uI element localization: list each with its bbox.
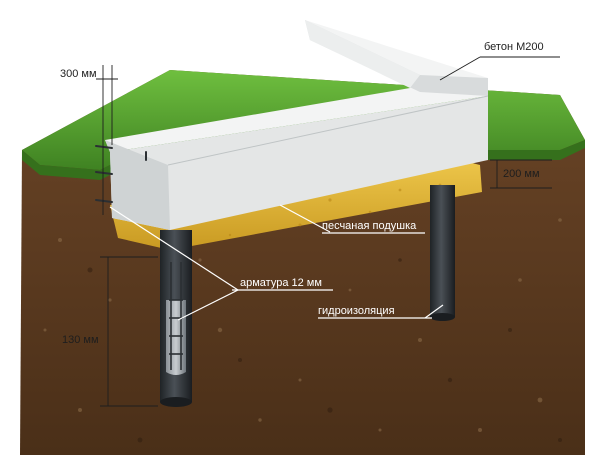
beam-front-face: [110, 96, 488, 230]
label-cushion-height: 200 мм: [503, 168, 540, 180]
pile-cutaway: [166, 300, 186, 375]
beam-end-face: [105, 140, 170, 230]
label-pile-depth: 130 мм: [62, 334, 99, 346]
beam-edge: [167, 95, 489, 166]
right-pile: [430, 185, 455, 317]
label-waterproofing: гидроизоляция: [318, 305, 395, 317]
beam-back-arm: [305, 20, 488, 96]
label-concrete: бетон М200: [484, 41, 544, 53]
pile-rebar: [169, 262, 183, 370]
beam-back-arm-top: [305, 20, 420, 88]
beam-rebar-ends: [95, 145, 147, 203]
left-pile-base: [160, 397, 192, 407]
soil-dark-specks: [87, 258, 562, 443]
right-pile-base: [430, 313, 455, 321]
house-icon: [11, 8, 49, 46]
watermark-line2: Советы: [54, 29, 103, 45]
soil-texture: [43, 218, 562, 432]
leader-lines: [109, 204, 444, 321]
label-sand-cushion: песчаная подушка: [322, 220, 417, 232]
watermark: Строительство Советы: [11, 8, 152, 46]
label-top-height: 300 мм: [60, 68, 97, 80]
beam-top-face: [105, 20, 488, 152]
sand-cushion: [110, 160, 482, 250]
watermark-line1: Строительство: [54, 11, 152, 27]
dimension-lines: [96, 56, 560, 407]
label-rebar: арматура 12 мм: [240, 277, 322, 289]
